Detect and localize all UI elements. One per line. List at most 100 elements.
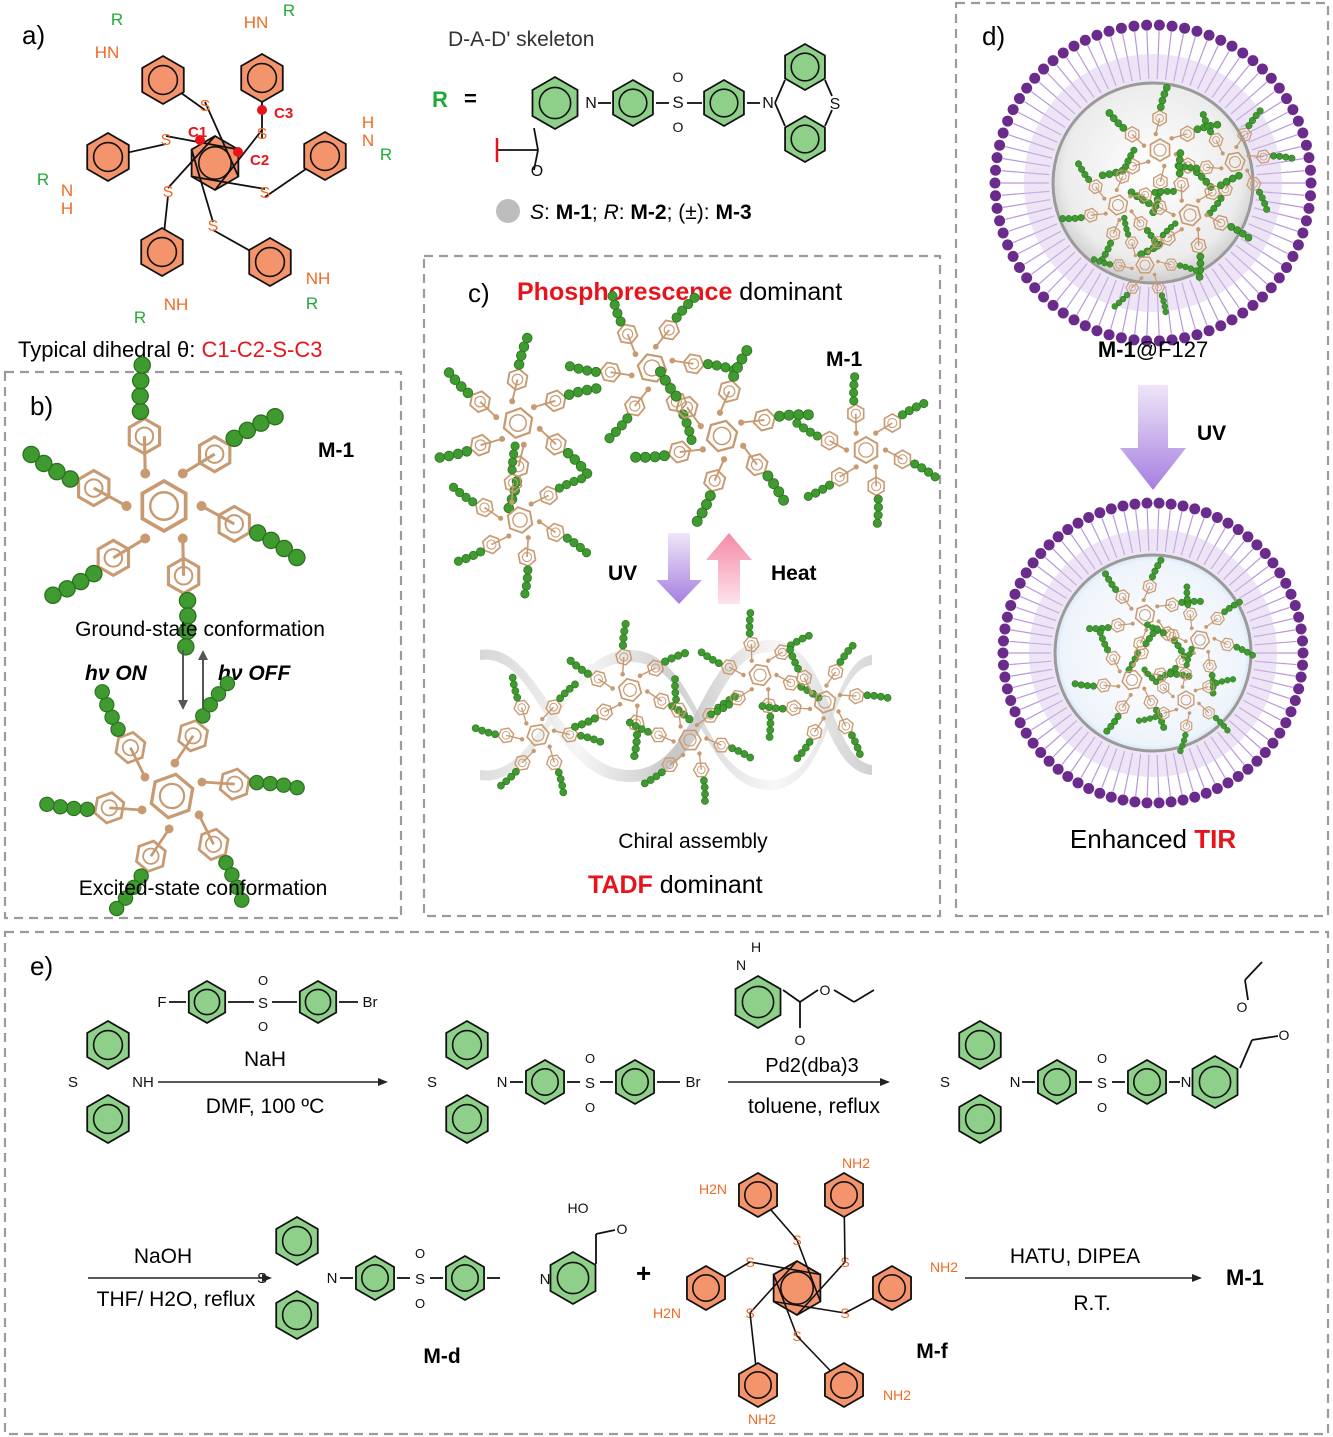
c1-dot <box>195 135 205 145</box>
hv-on-label: hν ON <box>85 662 148 685</box>
linker <box>837 711 847 727</box>
lipid-head <box>1029 282 1041 294</box>
dihedral-caption: Typical dihedral θ: C1-C2-S-C3 <box>18 337 322 362</box>
n-label: N <box>61 181 73 200</box>
lipid-head <box>1083 783 1095 795</box>
lipid-head <box>1115 332 1127 344</box>
aryl-circle <box>673 445 686 459</box>
linker <box>1157 260 1172 266</box>
aryl-ring <box>827 663 844 681</box>
step2-reagent: Pd2(dba)3 <box>765 1055 858 1077</box>
green-bead <box>1180 737 1188 744</box>
lipid-tail <box>1031 244 1071 275</box>
aryl-circle <box>1160 709 1168 717</box>
hv-off-label: hν OFF <box>218 662 292 685</box>
aryl-circle <box>1155 113 1164 123</box>
mf-aryl-2 <box>872 1264 912 1312</box>
lipid-head <box>1001 611 1013 623</box>
panel-b-border <box>3 370 403 920</box>
cartoon-core-circle <box>1112 199 1124 211</box>
helix-ribbon <box>480 640 872 782</box>
sulfone-o: O <box>673 119 684 135</box>
aryl-circle <box>650 663 661 673</box>
aryl-circle <box>224 514 244 534</box>
aryl-ring <box>1083 207 1099 223</box>
lipid-tail <box>1230 251 1268 285</box>
linker <box>719 390 731 414</box>
linker <box>1132 652 1143 666</box>
green-bead <box>873 510 883 520</box>
sulfur-atom: S <box>208 218 219 235</box>
lipid-head <box>1242 763 1254 775</box>
aryl-circle <box>521 551 533 563</box>
green-bead <box>1145 670 1152 678</box>
cartoon-core-circle <box>1139 609 1151 621</box>
lipid-tail <box>1235 244 1275 275</box>
aryl-ring <box>661 757 679 773</box>
green-bead <box>104 709 120 725</box>
int1-o: O <box>585 1100 595 1115</box>
sulfur-bead <box>1193 688 1198 693</box>
linker <box>1116 176 1124 191</box>
sulfur-bead <box>1246 153 1251 158</box>
aromatic-circle <box>1133 1068 1162 1097</box>
green-bead <box>849 388 859 398</box>
cartoon-core-circle <box>858 442 874 458</box>
int1-aryl2 <box>615 1058 655 1106</box>
cartoon-core-circle <box>712 426 732 446</box>
aromatic-circle <box>147 64 179 96</box>
aromatic-circle <box>254 246 286 278</box>
atom-c3-label: C3 <box>274 105 293 122</box>
aryl-circle <box>1182 670 1190 678</box>
aryl-ring <box>595 703 614 721</box>
green-bead <box>811 488 821 498</box>
lipid-head <box>1062 770 1074 782</box>
helix-mol-3 <box>625 675 755 805</box>
green-bead <box>778 494 790 506</box>
green-bead <box>620 627 629 636</box>
heat-label: Heat <box>771 562 817 585</box>
linker <box>539 428 557 445</box>
aryl-ring <box>1246 176 1262 192</box>
stereocenter-marker <box>496 199 520 223</box>
stereo-s: S <box>530 201 544 224</box>
green-bead <box>1141 666 1148 673</box>
lipid-tail <box>1234 713 1269 740</box>
green-bead <box>1124 231 1132 238</box>
aromatic-circle <box>530 1068 559 1097</box>
aryl-circle <box>518 758 527 768</box>
cartoon-core <box>502 406 534 440</box>
green-bead <box>711 360 722 371</box>
green-bead <box>1143 227 1151 235</box>
lipid-head <box>1047 55 1059 67</box>
green-bead <box>1227 223 1236 231</box>
step4-conditions: R.T. <box>1073 1292 1110 1315</box>
green-bead <box>249 774 265 791</box>
linker <box>1215 139 1224 154</box>
lipid-tail <box>1056 263 1088 302</box>
green-bead <box>685 715 694 724</box>
r-label: R <box>111 10 123 29</box>
green-bead <box>1059 215 1067 223</box>
green-bead <box>805 427 815 437</box>
lipid-head <box>1297 635 1309 647</box>
green-bead <box>1162 308 1169 316</box>
lipid-tail <box>1066 57 1095 98</box>
green-bead <box>565 684 574 693</box>
green-bead <box>640 779 649 788</box>
lipid-head <box>1256 63 1268 75</box>
stereo-r: R <box>604 201 619 224</box>
cartoon-mol-4 <box>792 372 940 528</box>
lipid-head <box>1177 500 1189 512</box>
md-o: O <box>415 1296 425 1311</box>
lipid-head <box>1043 539 1055 551</box>
linker <box>541 706 555 720</box>
lipid-head <box>1141 497 1153 509</box>
aryl-circle <box>777 647 787 657</box>
green-bead <box>1201 116 1209 124</box>
aromatic-circle <box>790 124 820 154</box>
sulfur-bead <box>1130 621 1135 626</box>
green-bead <box>443 450 455 462</box>
aryl-circle <box>1118 592 1127 601</box>
green-bead <box>700 776 708 785</box>
